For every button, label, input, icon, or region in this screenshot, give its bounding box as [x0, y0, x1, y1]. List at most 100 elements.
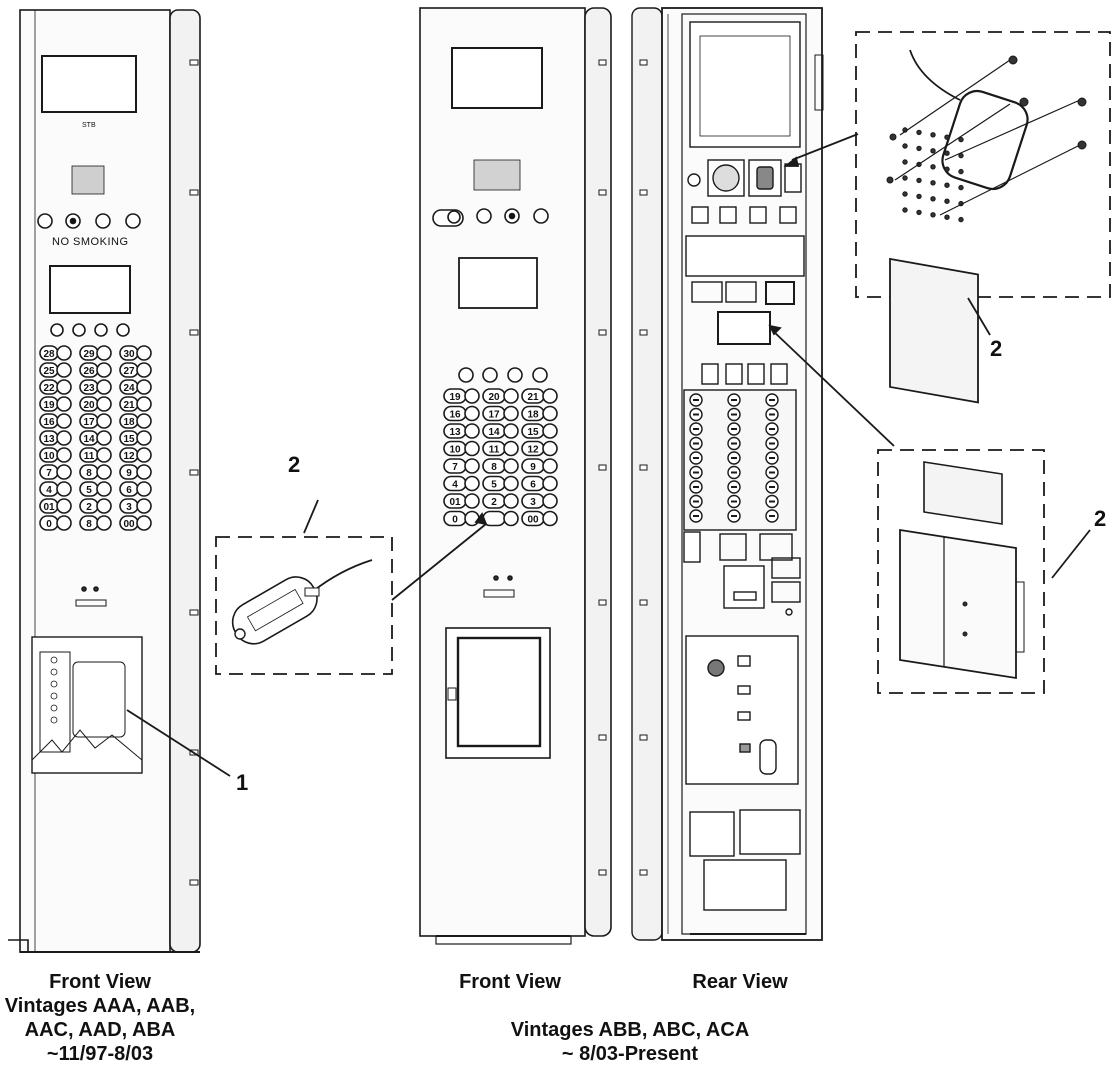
keypad-key-label: 17	[488, 410, 500, 421]
keypad-key: 20	[79, 396, 112, 412]
keypad-key-label: 10	[43, 451, 55, 462]
keypad-key-label: 13	[43, 434, 55, 445]
keypad-key-label: 16	[43, 417, 55, 428]
keypad-key: 8	[79, 515, 112, 531]
rear-connector-slot	[731, 428, 737, 430]
keypad-key: 9	[521, 458, 558, 474]
front-panel-new	[419, 7, 612, 945]
speaker-hole	[944, 166, 950, 172]
rear-connector-slot	[731, 486, 737, 488]
keypad-key-label: 14	[488, 427, 500, 438]
keypad-key-label: 4	[452, 480, 458, 491]
keypad-key: 18	[521, 405, 558, 422]
rear-connector-slot	[693, 428, 699, 430]
keypad-key-label: 3	[126, 502, 132, 513]
speaker-hole	[902, 191, 908, 197]
keypad-key-label: 27	[123, 366, 135, 377]
rear-connector-slot	[769, 413, 775, 416]
keypad-key: 29	[79, 345, 112, 361]
keypad-key-label: 25	[43, 366, 55, 377]
speaker-hole	[916, 209, 922, 216]
caption-vintages-new: Vintages ABB, ABC, ACA ~ 8/03-Present	[510, 1019, 750, 1065]
keypad-key-label: 8	[86, 519, 92, 530]
keypad-key-label: 20	[83, 400, 95, 411]
speaker-hole	[944, 150, 950, 156]
rear-connector-slot	[693, 500, 699, 503]
keypad-key-label: 8	[491, 462, 497, 473]
keypad-key: 00	[119, 515, 152, 531]
keypad-key: 10	[39, 447, 72, 463]
keypad-key: 15	[521, 423, 558, 439]
keypad-key-label: 11	[84, 451, 95, 462]
keypad-key: 6	[521, 475, 558, 492]
no-smoking-label: NO SMOKING	[52, 236, 129, 248]
keypad-key-label: 2	[491, 497, 497, 508]
speaker-grille-new	[473, 159, 521, 191]
keypad-key-label: 7	[452, 462, 458, 473]
keypad-key-label: 5	[491, 480, 497, 491]
rear-connector-slot	[731, 413, 737, 416]
keypad-key-label: 16	[449, 410, 461, 421]
detail-module	[877, 449, 1045, 694]
leader-lines	[126, 133, 1091, 777]
keypad-key: 0	[39, 515, 72, 531]
keypad-key-label: 24	[123, 383, 135, 394]
speaker-hole	[958, 216, 964, 223]
keypad-key: 17	[482, 405, 519, 422]
rear-connector-slot	[769, 486, 775, 488]
keypad-key-label: 00	[123, 519, 135, 530]
caption-front-view-new: Front View	[459, 971, 561, 993]
caption-front-view-old: Front View	[49, 971, 151, 993]
caption-rear-view: Rear View	[692, 971, 788, 993]
keypad-key-label: 01	[449, 497, 461, 508]
keypad-key: 8	[482, 458, 519, 474]
rear-connector-slot	[693, 515, 699, 517]
rear-connector-slot	[731, 442, 737, 445]
keypad-key: 12	[119, 447, 152, 463]
callout-2-card-reader: 2	[288, 452, 301, 477]
keypad-key: 0	[443, 510, 480, 527]
keypad-key-label: 26	[83, 366, 95, 377]
callout-2-speaker: 2	[990, 336, 1003, 361]
keypad-key-label: 9	[126, 468, 132, 479]
front-panel-old	[8, 9, 201, 953]
keypad-key: 21	[521, 388, 558, 404]
keypad-key: 5	[482, 475, 519, 492]
keypad-key: 7	[443, 458, 480, 474]
speaker-grille-old	[71, 165, 105, 195]
speaker-hole	[944, 134, 950, 140]
rear-connector-slot	[693, 471, 699, 474]
speaker-hole	[902, 143, 908, 149]
keypad-key: 20	[482, 388, 519, 404]
keypad-key: 25	[39, 362, 72, 378]
keypad-key: 6	[119, 481, 152, 497]
rear-connector-slot	[731, 457, 737, 459]
keypad-key: 15	[119, 430, 152, 446]
speaker-hole	[930, 212, 936, 218]
speaker-hole	[916, 193, 922, 200]
keypad-key-label: 17	[83, 417, 95, 428]
rear-connector-slot	[769, 399, 775, 401]
keypad-key-label: 23	[83, 383, 95, 394]
keypad-key-label: 2	[86, 502, 92, 513]
keypad-key-label: 0	[46, 519, 52, 530]
keypad-key: 19	[443, 388, 480, 404]
keypad-key: 3	[119, 498, 152, 514]
keypad-key: 12	[521, 440, 558, 457]
keypad-key: 14	[79, 430, 112, 446]
rear-connector-slot	[769, 500, 775, 503]
keypad-key-label: 11	[489, 445, 500, 456]
speaker-hole	[930, 196, 936, 202]
keypad-key-label: 6	[126, 485, 132, 496]
rear-connector-slot	[769, 442, 775, 445]
keypad-key-label: 20	[488, 392, 500, 403]
keypad-key: 30	[119, 345, 152, 361]
keypad-key: 10	[443, 440, 480, 457]
keypad-key: 4	[443, 475, 480, 492]
keypad-key-label: 12	[527, 445, 539, 456]
keypad-key-label: 21	[527, 392, 539, 403]
speaker-hole	[930, 132, 936, 138]
keypad-key-label: 15	[527, 427, 539, 438]
